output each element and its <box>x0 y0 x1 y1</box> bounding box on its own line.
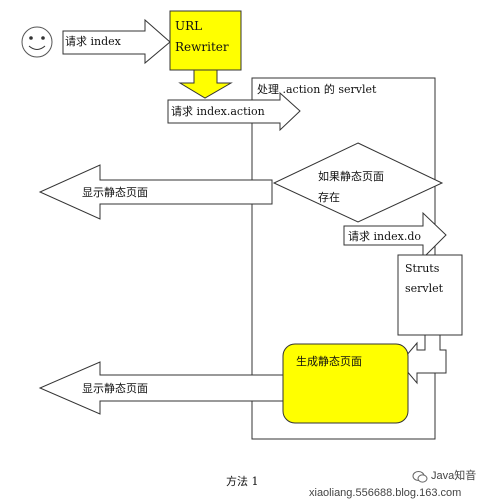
url-rewriter-box <box>169 10 242 71</box>
show-static-page-arrow-top <box>38 164 273 220</box>
struts-servlet-box <box>397 254 463 336</box>
struts-label-line2: servlet <box>405 282 444 295</box>
url-rewriter-label-line1: URL <box>175 19 203 33</box>
figure-caption: 方法 1 <box>226 475 259 488</box>
show-static-page-label-bottom: 显示静态页面 <box>82 382 148 395</box>
decision-label-line2: 存在 <box>318 191 340 204</box>
watermark-url: xiaoliang.556688.blog.163.com <box>309 487 462 499</box>
request-action-label: 请求 index.action <box>171 105 265 118</box>
show-static-page-label-top: 显示静态页面 <box>82 186 148 199</box>
decision-diamond <box>272 142 444 223</box>
url-rewriter-label-line2: Rewriter <box>175 40 229 54</box>
request-index-arrow <box>62 18 171 65</box>
request-do-label: 请求 index.do <box>348 230 422 243</box>
request-index-label: 请求 index <box>65 35 121 48</box>
user-smiley-icon <box>21 26 53 58</box>
wechat-logo-icon <box>412 469 428 483</box>
servlet-box-title: 处理 .action 的 servlet <box>257 83 377 96</box>
struts-label-line1: Struts <box>405 262 440 275</box>
generate-static-page-label: 生成静态页面 <box>296 355 362 368</box>
request-action-arrow <box>167 91 301 132</box>
request-do-arrow <box>343 211 447 260</box>
watermark-brand: Java知音 <box>431 470 477 482</box>
rewriter-down-arrow <box>178 69 233 99</box>
decision-label-line1: 如果静态页面 <box>318 170 384 183</box>
show-static-page-arrow-bottom <box>38 361 284 415</box>
